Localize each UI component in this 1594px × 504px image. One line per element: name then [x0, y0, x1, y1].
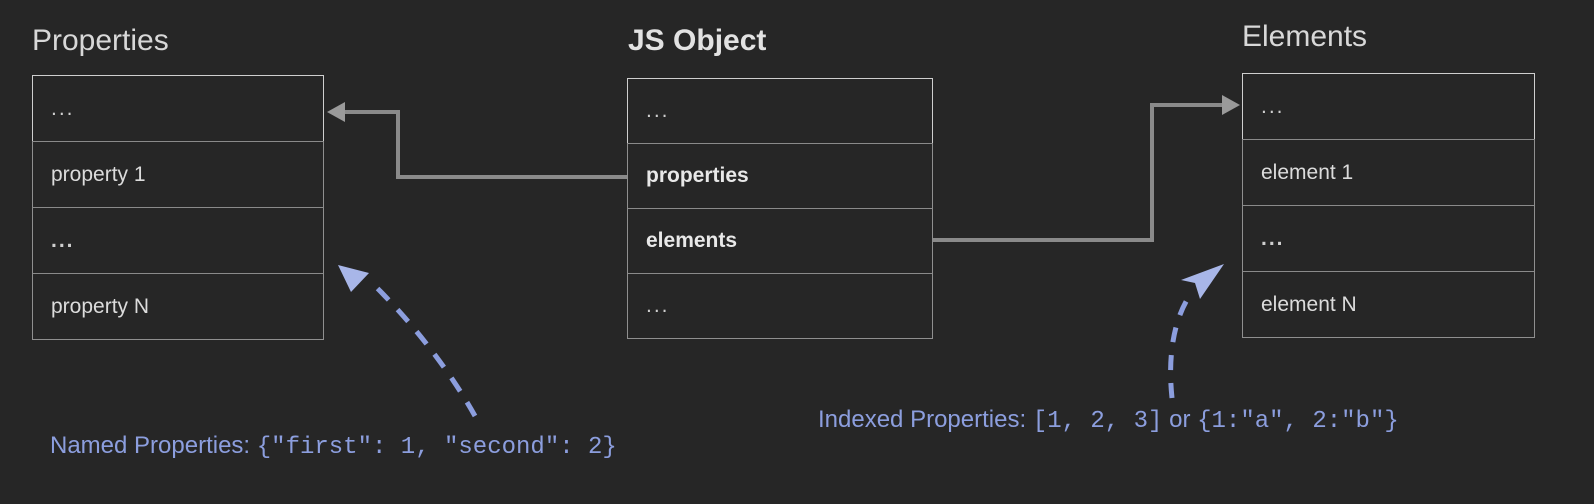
row-label: property N — [51, 294, 150, 318]
indexed-properties-caption: Indexed Properties: [1, 2, 3] or {1:"a",… — [818, 408, 1399, 434]
dashed-arrow-head-icon — [1181, 264, 1224, 299]
ellipsis-text: ... — [51, 228, 75, 252]
row-label: element 1 — [1261, 160, 1354, 184]
properties-connector — [327, 102, 627, 179]
properties-row-ellipsis-top: ... — [32, 75, 324, 142]
row-label: properties — [646, 164, 749, 187]
elements-row-ellipsis-middle: ... — [1242, 205, 1535, 272]
row-label: elements — [646, 229, 738, 252]
arrow-left-head-icon — [327, 102, 345, 122]
properties-box: ... property 1 ... property N — [32, 75, 324, 340]
elements-box: ... element 1 ... element N — [1242, 73, 1535, 338]
indexed-properties-code-object: {1:"a", 2:"b"} — [1197, 408, 1399, 435]
elements-connector — [933, 95, 1240, 242]
indexed-properties-annotation-connector — [1168, 264, 1224, 399]
named-properties-label: Named Properties: — [50, 432, 257, 459]
ellipsis-text: ... — [646, 99, 670, 122]
named-properties-annotation-connector — [338, 265, 478, 418]
jsobject-row-ellipsis-bottom: ... — [627, 273, 933, 339]
elements-row-element-1: element 1 — [1242, 139, 1535, 206]
properties-row-property-1: property 1 — [32, 141, 324, 208]
elements-row-element-n: element N — [1242, 271, 1535, 338]
elements-row-ellipsis-top: ... — [1242, 73, 1535, 140]
indexed-properties-code-array: [1, 2, 3] — [1032, 408, 1163, 435]
properties-column-title: Properties — [32, 24, 169, 57]
dashed-arrow-head-icon — [338, 265, 369, 292]
ellipsis-text: ... — [1261, 94, 1285, 118]
elements-column-title: Elements — [1242, 20, 1368, 53]
jsobject-row-ellipsis-top: ... — [627, 78, 933, 144]
properties-row-property-n: property N — [32, 273, 324, 340]
named-properties-caption: Named Properties: {"first": 1, "second":… — [50, 434, 617, 460]
indexed-properties-label: Indexed Properties: — [818, 406, 1033, 433]
jsobject-column-title: JS Object — [628, 24, 767, 57]
arrow-right-head-icon — [1222, 95, 1240, 115]
named-properties-code: {"first": 1, "second": 2} — [256, 434, 617, 461]
ellipsis-text: ... — [1261, 226, 1285, 250]
indexed-properties-conjunction: or — [1162, 406, 1198, 433]
jsobject-row-elements: elements — [627, 208, 933, 274]
properties-row-ellipsis-middle: ... — [32, 207, 324, 274]
row-label: element N — [1261, 292, 1357, 316]
ellipsis-text: ... — [646, 294, 670, 317]
jsobject-box: ... properties elements ... — [627, 78, 933, 339]
jsobject-row-properties: properties — [627, 143, 933, 209]
row-label: property 1 — [51, 162, 146, 186]
ellipsis-text: ... — [51, 96, 75, 120]
